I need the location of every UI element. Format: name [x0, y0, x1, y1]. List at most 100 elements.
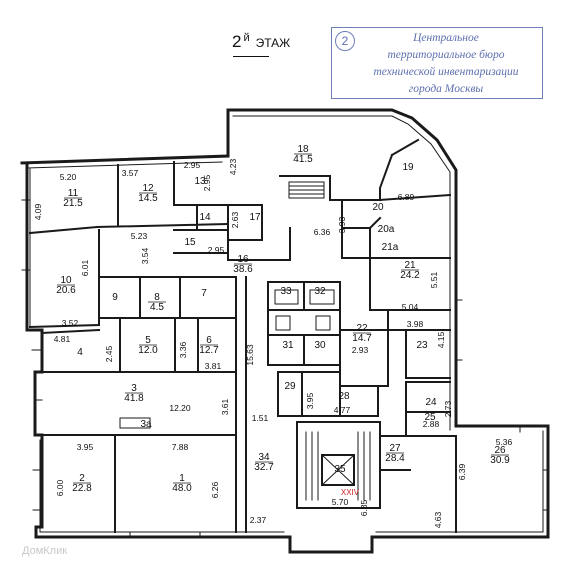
room-31: 31: [282, 340, 294, 351]
room-7: 7: [201, 288, 207, 299]
dimension-label: 3.54: [140, 247, 150, 264]
room-number: 13: [194, 176, 206, 187]
room-area: 28.4: [385, 453, 405, 464]
dimension-label: 6.26: [210, 481, 220, 498]
dimension-label: 2.45: [104, 345, 114, 362]
room-9: 9: [112, 292, 118, 303]
room-area: 12.7: [199, 345, 219, 356]
dimension-label: 6.00: [55, 479, 65, 496]
room-6: 612.7: [199, 335, 219, 356]
room-14: 14: [199, 212, 211, 223]
room-23: 23: [416, 340, 428, 351]
dimension-label: 2.63: [230, 211, 240, 228]
watermark-logo: ДомКлик: [22, 545, 68, 557]
room-33: 33: [280, 286, 292, 297]
room-20: 20: [372, 202, 384, 213]
room-29: 29: [284, 381, 296, 392]
room-17: 17: [249, 212, 261, 223]
room-area: 12.0: [138, 345, 158, 356]
dimension-label: 15.63: [245, 344, 255, 366]
dimension-label: 5.23: [131, 231, 148, 241]
room-area: 48.0: [172, 483, 192, 494]
room-number: 4: [77, 347, 83, 358]
dimension-label: 2.88: [423, 419, 440, 429]
dimension-label: 3.81: [205, 361, 222, 371]
dimension-label: 3.61: [220, 398, 230, 415]
room-area: 41.8: [124, 393, 144, 404]
room-8: 84.5: [148, 292, 166, 313]
room-number: 3: [131, 383, 137, 394]
dimension-label: 4.77: [334, 405, 351, 415]
dimension-label: 5.04: [402, 302, 419, 312]
room-number: 30: [314, 340, 326, 351]
dimension-label: 4.81: [54, 334, 71, 344]
dimension-label: 3.57: [122, 168, 139, 178]
dimension-label: 6.39: [457, 463, 467, 480]
room-20а: 20а: [378, 224, 395, 235]
dimension-label: 12.20: [169, 403, 191, 413]
room-number: 20: [372, 202, 384, 213]
room-35: 35: [334, 464, 346, 475]
room-number: 18: [297, 144, 309, 155]
room-number: 5: [145, 335, 151, 346]
title-underline: [233, 56, 269, 57]
room-number: 35: [334, 464, 346, 475]
dimension-label: 4.09: [33, 203, 43, 220]
walls: [20, 108, 550, 554]
room-number: 11: [68, 188, 79, 199]
room-number: 26: [494, 445, 506, 456]
stamp-line-2: территориальное бюро: [387, 49, 505, 61]
section-roman-numeral: XXIV: [341, 488, 360, 497]
dimension-label: 3.95: [305, 392, 315, 409]
dimension-label: 3.36: [178, 341, 188, 358]
room-number: 8: [154, 292, 160, 303]
dimension-label: 7.88: [172, 442, 189, 452]
dimension-label: 6.85: [359, 499, 369, 516]
room-number: 33: [280, 286, 292, 297]
room-number: 22: [356, 323, 368, 334]
room-21а: 21а: [382, 242, 399, 253]
room-number: 27: [389, 443, 401, 454]
room-number: 17: [249, 212, 261, 223]
room-number: 21: [404, 260, 416, 271]
room-number: 24: [425, 397, 437, 408]
room-number: 6: [206, 335, 212, 346]
room-number: 12: [142, 183, 154, 194]
room-number: 9: [112, 292, 118, 303]
room-25: 25: [424, 412, 436, 423]
room-area: 22.8: [72, 483, 92, 494]
room-19: 19: [402, 162, 414, 173]
room-number: 3а: [140, 419, 152, 430]
bti-stamp: 2 Центральное территориальное бюро техни…: [331, 27, 543, 99]
room-3: 341.8: [124, 383, 144, 404]
room-number: 28: [338, 391, 350, 402]
room-number: 14: [199, 212, 211, 223]
dimension-label: 2.93: [352, 345, 369, 355]
room-area: 32.7: [254, 462, 274, 473]
room-4: 4: [77, 347, 83, 358]
dimension-label: 4.23: [228, 158, 238, 175]
dimension-label: 2.37: [250, 515, 267, 525]
dimension-label: 2.95: [184, 160, 201, 170]
stamp-number: 2: [335, 31, 355, 51]
room-number: 1: [179, 473, 185, 484]
floor-suffix: й: [243, 32, 250, 44]
dimension-label: 5.20: [60, 172, 77, 182]
stamp-line-4: города Москвы: [408, 83, 484, 95]
room-number: 15: [184, 237, 196, 248]
room-1: 148.0: [172, 473, 192, 494]
room-number: 20а: [378, 224, 395, 235]
room-number: 31: [282, 340, 294, 351]
dimension-label: 5.36: [496, 437, 513, 447]
room-labels: 1841.5192020а21а2124.21121.51214.5131415…: [56, 144, 510, 494]
